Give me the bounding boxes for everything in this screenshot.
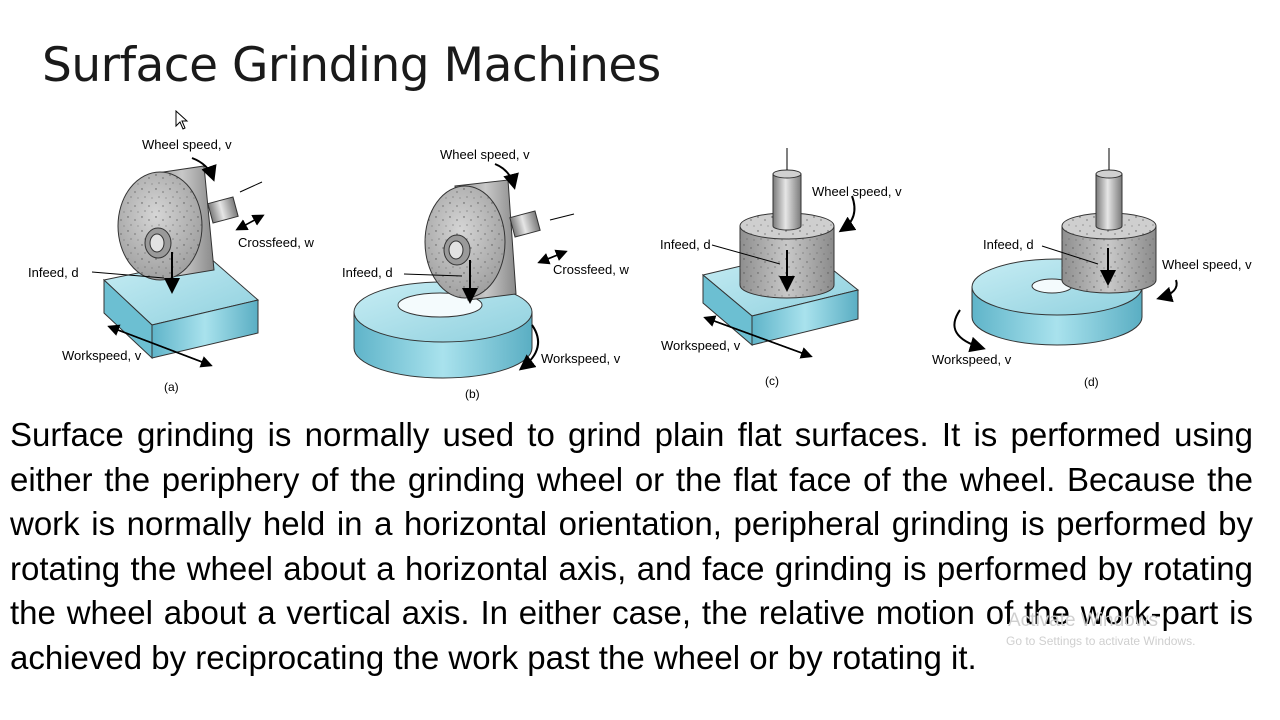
panel-a-workspeed-label: Workspeed, v [62, 348, 142, 363]
panel-b-caption: (b) [465, 387, 480, 401]
activate-windows-watermark: Activate Windows [1008, 610, 1158, 631]
panel-b-wheel-speed-label: Wheel speed, v [440, 147, 530, 162]
panel-a-crossfeed-label: Crossfeed, w [238, 235, 314, 250]
panel-c: Wheel speed, v Infeed, d Workspeed, v (c… [660, 148, 902, 388]
panel-a-infeed-label: Infeed, d [28, 265, 79, 280]
panel-c-workspeed-label: Workspeed, v [661, 338, 741, 353]
panel-b-workpiece [353, 281, 533, 379]
panel-b-crossfeed-label: Crossfeed, w [553, 262, 629, 277]
activate-windows-hint: Go to Settings to activate Windows. [1006, 634, 1196, 648]
panel-b-infeed-label: Infeed, d [342, 265, 393, 280]
grinding-figure: Wheel speed, v Crossfeed, w Infeed, d Wo… [0, 130, 1280, 410]
panel-d: Wheel speed, v Infeed, d Workspeed, v (d… [932, 148, 1252, 389]
slide-body-text: Surface grinding is normally used to gri… [10, 416, 1253, 676]
panel-c-caption: (c) [765, 374, 779, 388]
panel-c-infeed-label: Infeed, d [660, 237, 711, 252]
panel-d-wheel-speed-label: Wheel speed, v [1162, 257, 1252, 272]
panel-d-caption: (d) [1084, 375, 1099, 389]
slide-title: Surface Grinding Machines [42, 38, 661, 93]
mouse-cursor-icon [175, 110, 189, 130]
panel-c-wheel-speed-label: Wheel speed, v [812, 184, 902, 199]
panel-a-wheel [117, 165, 239, 281]
panel-a-wheel-speed-label: Wheel speed, v [142, 137, 232, 152]
panel-b-workspeed-label: Workspeed, v [541, 351, 621, 366]
panel-d-workspeed-label: Workspeed, v [932, 352, 1012, 367]
panel-d-infeed-label: Infeed, d [983, 237, 1034, 252]
panel-d-wheel [1061, 148, 1157, 294]
panel-b-wheel [424, 179, 541, 301]
panel-b: Wheel speed, v Crossfeed, w Infeed, d Wo… [342, 147, 629, 401]
panel-a: Wheel speed, v Crossfeed, w Infeed, d Wo… [28, 137, 314, 394]
panel-a-caption: (a) [164, 380, 179, 394]
